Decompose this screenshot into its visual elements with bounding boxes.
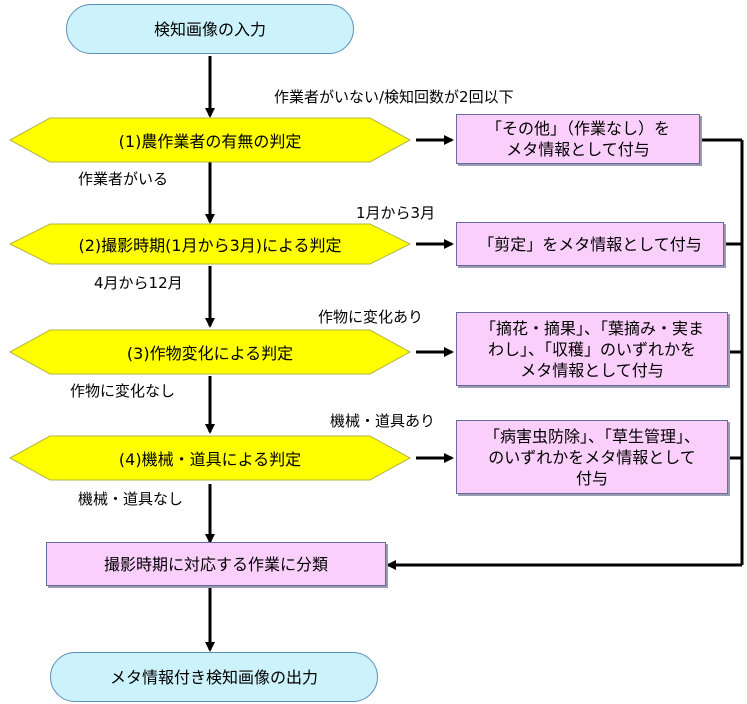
output-box-1: 「その他」（作業なし）を メタ情報として付与 xyxy=(456,114,700,164)
next-label-1: 作業者がいる xyxy=(78,170,169,188)
classify-box: 撮影時期に対応する作業に分類 xyxy=(46,542,386,586)
classify-label: 撮影時期に対応する作業に分類 xyxy=(103,554,328,574)
branch-label-4: 機械・道具あり xyxy=(330,412,436,430)
end-terminal: メタ情報付き検知画像の出力 xyxy=(50,652,378,702)
end-label: メタ情報付き検知画像の出力 xyxy=(109,667,318,687)
output-3-line-3: メタ情報として付与 xyxy=(520,360,664,380)
output-box-3: 「摘花・摘果」、「葉摘み・実ま わし」、「収穫」のいずれかを メタ情報として付与 xyxy=(456,312,728,386)
output-1-line-2: メタ情報として付与 xyxy=(506,140,650,159)
branch-label-3: 作物に変化あり xyxy=(318,308,424,326)
decision-1-label: (1)農作業者の有無の判定 xyxy=(118,132,302,151)
decision-4-label: (4)機械・道具による判定 xyxy=(118,450,302,469)
decision-3-label: (3)作物変化による判定 xyxy=(126,344,294,363)
output-4-line-3: 付与 xyxy=(575,468,608,488)
decision-shape-3 xyxy=(8,329,412,375)
output-1-line-1: 「その他」（作業なし）を xyxy=(485,119,670,138)
output-2-line-1: 「剪定」をメタ情報として付与 xyxy=(478,234,702,254)
branch-label-1: 作業者がいない/検知回数が2回以下 xyxy=(274,88,514,106)
decision-2-label: (2)撮影時期(1月から3月)による判定 xyxy=(78,236,342,255)
next-label-2: 4月から12月 xyxy=(94,274,183,292)
branch-label-2: 1月から3月 xyxy=(356,204,436,222)
next-label-4: 機械・道具なし xyxy=(78,490,184,508)
decision-shape-1 xyxy=(8,117,412,163)
decision-shape-2 xyxy=(8,223,412,265)
output-4-line-2: のいずれかをメタ情報として xyxy=(488,447,696,467)
start-label: 検知画像の入力 xyxy=(153,19,266,39)
output-3-line-1: 「摘花・摘果」、「葉摘み・実ま xyxy=(479,318,704,338)
start-terminal: 検知画像の入力 xyxy=(66,4,354,54)
output-4-line-1: 「病害虫防除」、「草生管理」、 xyxy=(483,426,700,446)
output-3-line-2: わし」、「収穫」のいずれかを xyxy=(487,339,696,359)
output-box-4: 「病害虫防除」、「草生管理」、 のいずれかをメタ情報として 付与 xyxy=(456,420,728,494)
decision-shape-4 xyxy=(8,435,412,481)
output-box-2: 「剪定」をメタ情報として付与 xyxy=(456,222,724,266)
next-label-3: 作物に変化なし xyxy=(70,382,176,400)
